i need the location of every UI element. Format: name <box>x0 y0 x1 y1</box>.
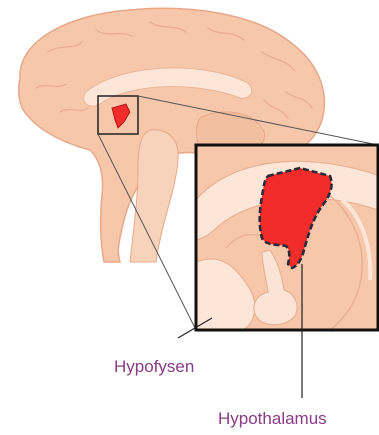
hypothalamus-label: Hypothalamus <box>218 409 327 429</box>
magnified-inset <box>196 145 378 330</box>
hypofysen-label: Hypofysen <box>114 357 194 377</box>
